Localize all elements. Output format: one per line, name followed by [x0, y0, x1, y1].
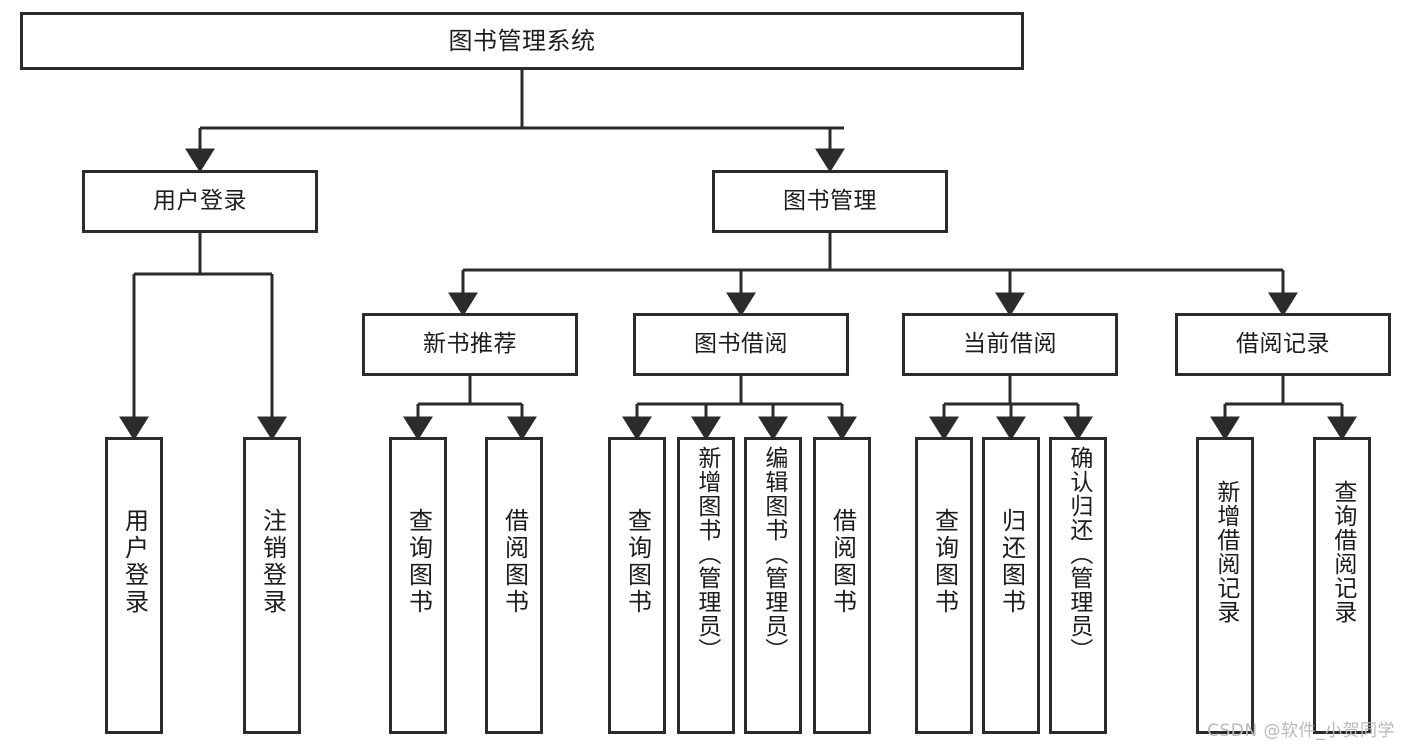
node-label: 编辑图书（管理员） — [760, 446, 787, 662]
node-user-login[interactable]: 用户登录 — [82, 170, 318, 233]
node-label: 借阅记录 — [1236, 330, 1330, 357]
node-label: 图书借阅 — [694, 330, 788, 357]
node-label: 确认归还（管理员） — [1065, 446, 1092, 662]
node-label: 用户登录 — [153, 187, 247, 214]
node-borrow-record[interactable]: 借阅记录 — [1175, 313, 1391, 376]
node-label: 当前借阅 — [963, 330, 1057, 357]
node-label: 图书管理 — [783, 187, 877, 214]
node-label: 归还图书 — [997, 508, 1026, 616]
leaf-add-borrow-record[interactable]: 新增借阅记录 — [1196, 437, 1254, 734]
leaf-return-book[interactable]: 归还图书 — [982, 437, 1040, 734]
node-new-book-recommendation[interactable]: 新书推荐 — [362, 313, 578, 376]
node-label: 查询图书 — [930, 508, 959, 616]
node-label: 图书管理系统 — [448, 26, 596, 55]
node-book-management[interactable]: 图书管理 — [712, 170, 948, 233]
leaf-query-borrow-record[interactable]: 查询借阅记录 — [1313, 437, 1371, 734]
node-label: 新增图书（管理员） — [693, 446, 720, 662]
node-label: 借阅图书 — [500, 508, 529, 616]
node-label: 用户登录 — [120, 508, 149, 616]
leaf-query-book-new-book[interactable]: 查询图书 — [389, 437, 447, 734]
node-label: 新书推荐 — [423, 330, 517, 357]
node-label: 注销登录 — [258, 508, 287, 616]
leaf-confirm-return-admin[interactable]: 确认归还（管理员） — [1049, 437, 1107, 734]
node-label: 查询借阅记录 — [1329, 480, 1356, 624]
csdn-watermark: CSDN @软件_小贺同学 — [1207, 721, 1395, 741]
node-current-borrow[interactable]: 当前借阅 — [902, 313, 1118, 376]
leaf-user-login[interactable]: 用户登录 — [105, 437, 163, 734]
leaf-borrow-book-new-book[interactable]: 借阅图书 — [485, 437, 543, 734]
leaf-query-book-current[interactable]: 查询图书 — [915, 437, 973, 734]
leaf-add-book-admin[interactable]: 新增图书（管理员） — [677, 437, 735, 734]
node-label: 查询图书 — [404, 508, 433, 616]
node-label: 借阅图书 — [828, 508, 857, 616]
node-root-book-management-system[interactable]: 图书管理系统 — [20, 12, 1024, 70]
node-label: 新增借阅记录 — [1212, 480, 1239, 624]
node-book-borrow[interactable]: 图书借阅 — [633, 313, 849, 376]
leaf-borrow-book-borrow[interactable]: 借阅图书 — [813, 437, 871, 734]
leaf-logout[interactable]: 注销登录 — [243, 437, 301, 734]
node-label: 查询图书 — [623, 508, 652, 616]
leaf-edit-book-admin[interactable]: 编辑图书（管理员） — [744, 437, 802, 734]
leaf-query-book-borrow[interactable]: 查询图书 — [608, 437, 666, 734]
